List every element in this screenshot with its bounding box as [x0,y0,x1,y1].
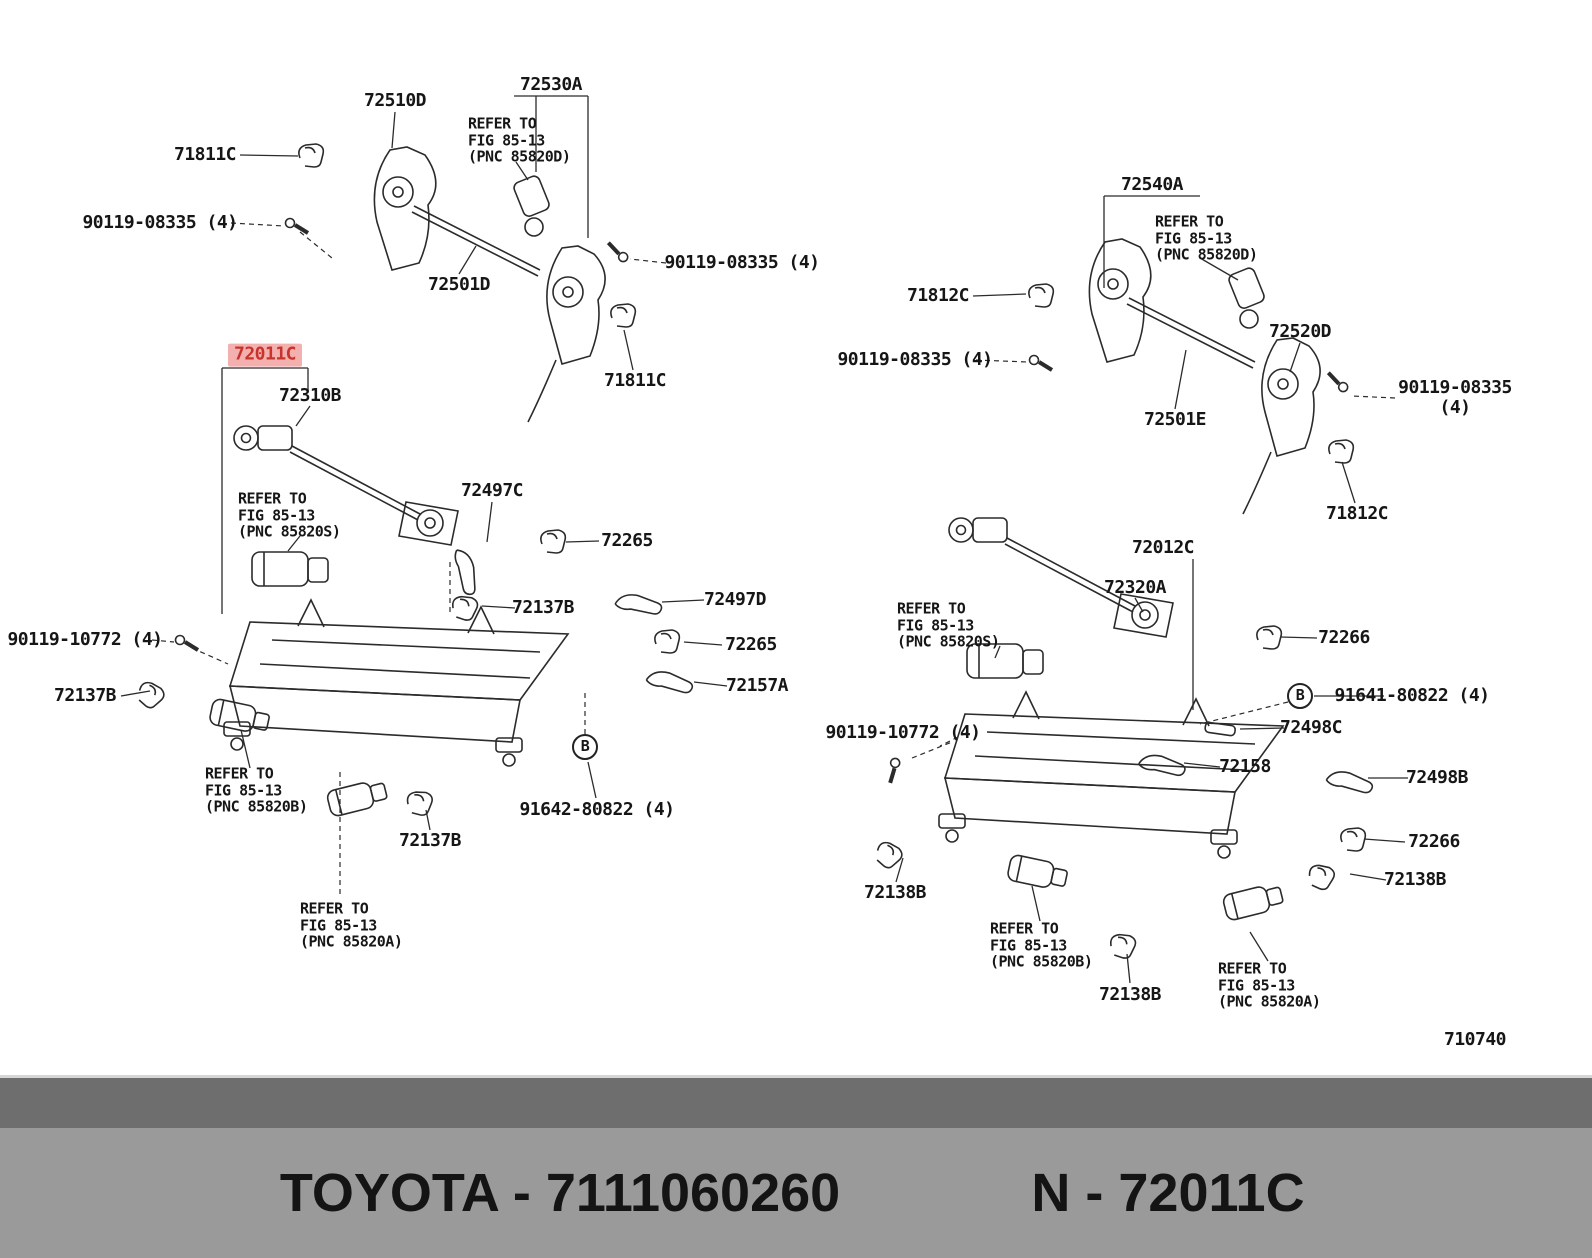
part-label-90119-10772-2: 90119-10772 (4) [825,722,981,744]
part-label-72137b-1: 72137B [511,597,575,619]
part-label-71812c-2: 71812C [1325,503,1389,525]
part-label-72310b: 72310B [278,385,342,407]
footer-banner: TOYOTA - 7111060260 N - 72011C [0,1075,1592,1258]
part-label-71811c-1: 71811C [173,144,237,166]
view-marker-b-right: B [1287,683,1313,709]
footer-separator [0,1075,1592,1078]
part-label-71812c-1: 71812C [906,285,970,307]
part-label-72138b-2: 72138B [1383,869,1447,891]
part-label-90119-08335-4: 90119-08335 (4) [1398,377,1512,418]
part-label-72011c-highlighted: 72011C [227,343,303,367]
part-label-72157a: 72157A [725,675,789,697]
part-label-72265-1: 72265 [601,530,653,552]
refer-note-85820b-left: REFER TO FIG 85-13 (PNC 85820B) [205,764,308,816]
part-label-91642-80822: 91642-80822 (4) [519,799,675,821]
part-label-72501e: 72501E [1143,409,1207,431]
part-label-72138b-3: 72138B [1098,984,1162,1006]
refer-note-85820s-left: REFER TO FIG 85-13 (PNC 85820S) [238,489,341,541]
part-label-90119-08335-2: 90119-08335 (4) [664,252,820,274]
part-label-72158: 72158 [1219,756,1271,778]
part-label-91641-80822: 91641-80822 (4) [1334,685,1490,707]
part-label-72138b-1: 72138B [863,882,927,904]
part-label-72497d: 72497D [703,589,767,611]
part-label-72137b-2: 72137B [53,685,117,707]
part-label-72497c: 72497C [460,480,524,502]
part-label-71811c-2: 71811C [603,370,667,392]
part-label-72498c: 72498C [1279,717,1343,739]
refer-note-85820a-left: REFER TO FIG 85-13 (PNC 85820A) [300,899,403,951]
part-label-72266-1: 72266 [1318,627,1370,649]
refer-note-85820a-right: REFER TO FIG 85-13 (PNC 85820A) [1218,959,1321,1011]
part-label-90119-10772-1: 90119-10772 (4) [7,629,163,651]
refer-note-85820s-right: REFER TO FIG 85-13 (PNC 85820S) [897,599,1000,651]
footer-dark-stripe [0,1078,1592,1128]
part-label-72320a: 72320A [1103,577,1167,599]
refer-note-85820d-left: REFER TO FIG 85-13 (PNC 85820D) [468,114,571,166]
part-label-72501d: 72501D [427,274,491,296]
refer-note-85820b-right: REFER TO FIG 85-13 (PNC 85820B) [990,919,1093,971]
part-label-72530a: 72530A [519,74,583,96]
part-label-72266-2: 72266 [1408,831,1460,853]
footer-part-number: TOYOTA - 7111060260 [279,1163,841,1223]
part-label-72520d: 72520D [1268,321,1332,343]
part-label-90119-08335-3: 90119-08335 (4) [837,349,993,371]
part-label-72498b: 72498B [1405,767,1469,789]
part-label-72510d: 72510D [363,90,427,112]
footer-reference-code: N - 72011C [1031,1163,1305,1223]
part-label-90119-08335-1: 90119-08335 (4) [82,212,238,234]
footer-info-bar: TOYOTA - 7111060260 N - 72011C [0,1128,1592,1258]
figure-number: 710740 [1443,1029,1507,1051]
view-marker-b-left: B [572,734,598,760]
part-label-72012c: 72012C [1131,537,1195,559]
part-label-72265-2: 72265 [725,634,777,656]
part-label-72540a: 72540A [1120,174,1184,196]
refer-note-85820d-right: REFER TO FIG 85-13 (PNC 85820D) [1155,212,1258,264]
part-label-72137b-3: 72137B [398,830,462,852]
parts-diagram-art [120,95,1408,984]
